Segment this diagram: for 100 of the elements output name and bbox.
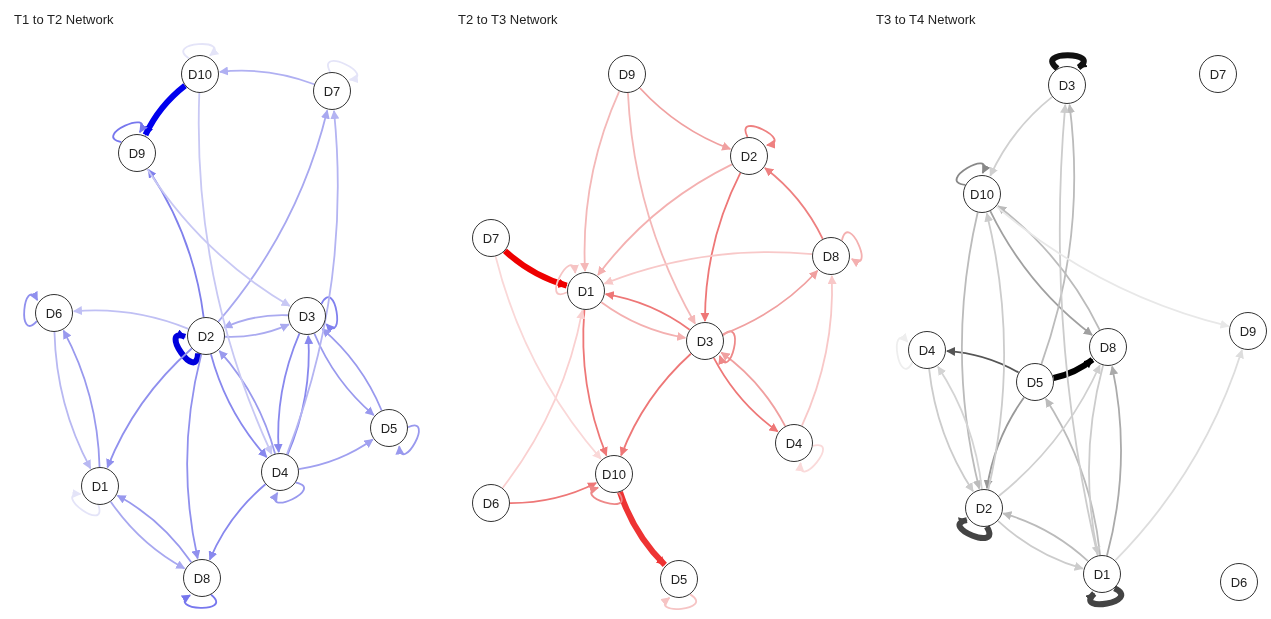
self-loop-arrow bbox=[895, 333, 914, 370]
self-loop-arrow bbox=[172, 330, 201, 366]
arrow bbox=[989, 210, 1093, 336]
arrow bbox=[580, 90, 621, 272]
arrow bbox=[997, 364, 1101, 497]
arrow bbox=[147, 168, 205, 319]
self-loop-arrow bbox=[744, 125, 776, 148]
network-node: D6 bbox=[472, 484, 510, 522]
network-node: D7 bbox=[313, 72, 351, 110]
network-node: D8 bbox=[1089, 328, 1127, 366]
arrow bbox=[218, 349, 276, 455]
self-loop-arrow bbox=[112, 121, 148, 144]
arrow bbox=[217, 109, 330, 323]
arrow bbox=[286, 110, 340, 456]
arrow bbox=[223, 314, 289, 329]
network-node: D3 bbox=[288, 297, 326, 335]
arrow bbox=[502, 248, 568, 289]
panel-title: T1 to T2 Network bbox=[14, 12, 114, 27]
network-node: D4 bbox=[261, 453, 299, 491]
arrow bbox=[109, 500, 186, 570]
arrow bbox=[801, 275, 837, 427]
arrow bbox=[961, 211, 982, 490]
arrow bbox=[1052, 357, 1095, 381]
self-loop-arrow bbox=[841, 231, 863, 267]
network-node: D1 bbox=[1083, 555, 1121, 593]
arrow bbox=[764, 167, 824, 240]
arrow bbox=[142, 83, 187, 137]
arrow bbox=[273, 332, 301, 453]
arrow bbox=[1002, 511, 1089, 562]
arrow bbox=[116, 494, 193, 564]
arrow bbox=[620, 352, 692, 457]
arrow bbox=[983, 396, 1025, 490]
network-node: D5 bbox=[1016, 363, 1054, 401]
arrow bbox=[1040, 103, 1076, 365]
arrow bbox=[597, 163, 733, 276]
arrow bbox=[501, 309, 586, 489]
arrow bbox=[146, 168, 291, 307]
arrow bbox=[604, 291, 691, 331]
arrow bbox=[210, 353, 268, 459]
network-node: D8 bbox=[183, 559, 221, 597]
self-loop-arrow bbox=[270, 481, 305, 504]
panel-title: T2 to T3 Network bbox=[458, 12, 558, 27]
network-node: D10 bbox=[181, 55, 219, 93]
self-loop-arrow bbox=[71, 490, 101, 517]
arrow bbox=[208, 483, 267, 561]
arrow bbox=[1088, 364, 1104, 556]
arrow bbox=[73, 306, 190, 330]
arrow bbox=[712, 356, 779, 433]
arrow bbox=[700, 172, 742, 322]
network-node: D3 bbox=[1048, 66, 1086, 104]
network-node: D5 bbox=[660, 560, 698, 598]
network-node: D8 bbox=[812, 237, 850, 275]
network-node: D9 bbox=[118, 134, 156, 172]
arrow bbox=[1058, 104, 1099, 557]
self-loop-arrow bbox=[660, 593, 698, 610]
arrow bbox=[286, 335, 314, 456]
arrow bbox=[62, 329, 101, 468]
network-node: D7 bbox=[1199, 55, 1237, 93]
arrow bbox=[995, 205, 1230, 329]
arrow bbox=[219, 66, 316, 86]
network-node: D2 bbox=[187, 317, 225, 355]
network-node: D10 bbox=[963, 175, 1001, 213]
arrow bbox=[186, 353, 203, 560]
self-loop-arrow bbox=[180, 593, 218, 609]
panel-title: T3 to T4 Network bbox=[876, 12, 976, 27]
network-node: D10 bbox=[595, 455, 633, 493]
self-loop-arrow bbox=[182, 43, 219, 60]
self-loop-arrow bbox=[396, 424, 420, 456]
self-loop-arrow bbox=[588, 486, 623, 505]
arrow bbox=[603, 251, 813, 285]
arrow bbox=[617, 491, 667, 567]
arrow bbox=[197, 92, 273, 455]
network-node: D4 bbox=[908, 331, 946, 369]
self-loop-arrow bbox=[23, 291, 39, 327]
arrow bbox=[989, 95, 1054, 177]
network-node: D9 bbox=[608, 55, 646, 93]
arrow bbox=[1106, 365, 1122, 557]
arrow bbox=[720, 351, 787, 428]
network-node: D6 bbox=[35, 294, 73, 332]
arrow bbox=[582, 309, 608, 457]
network-node: D7 bbox=[472, 219, 510, 257]
arrow bbox=[984, 212, 1005, 491]
self-loop-arrow bbox=[327, 60, 359, 82]
arrow bbox=[600, 301, 687, 341]
arrow bbox=[627, 92, 696, 325]
network-node: D2 bbox=[730, 137, 768, 175]
arrow bbox=[937, 365, 983, 490]
arrow bbox=[53, 331, 92, 470]
network-node: D1 bbox=[81, 467, 119, 505]
arrow bbox=[997, 520, 1084, 571]
network-node: D2 bbox=[965, 489, 1003, 527]
arrow bbox=[997, 205, 1101, 331]
self-loop-arrow bbox=[1085, 585, 1124, 608]
arrow bbox=[297, 438, 374, 471]
self-loop-arrow bbox=[956, 517, 993, 541]
arrow bbox=[313, 332, 375, 416]
self-loop-arrow bbox=[796, 444, 824, 473]
arrow bbox=[1114, 349, 1244, 562]
self-loop-arrow bbox=[320, 296, 339, 333]
arrow bbox=[321, 328, 383, 412]
